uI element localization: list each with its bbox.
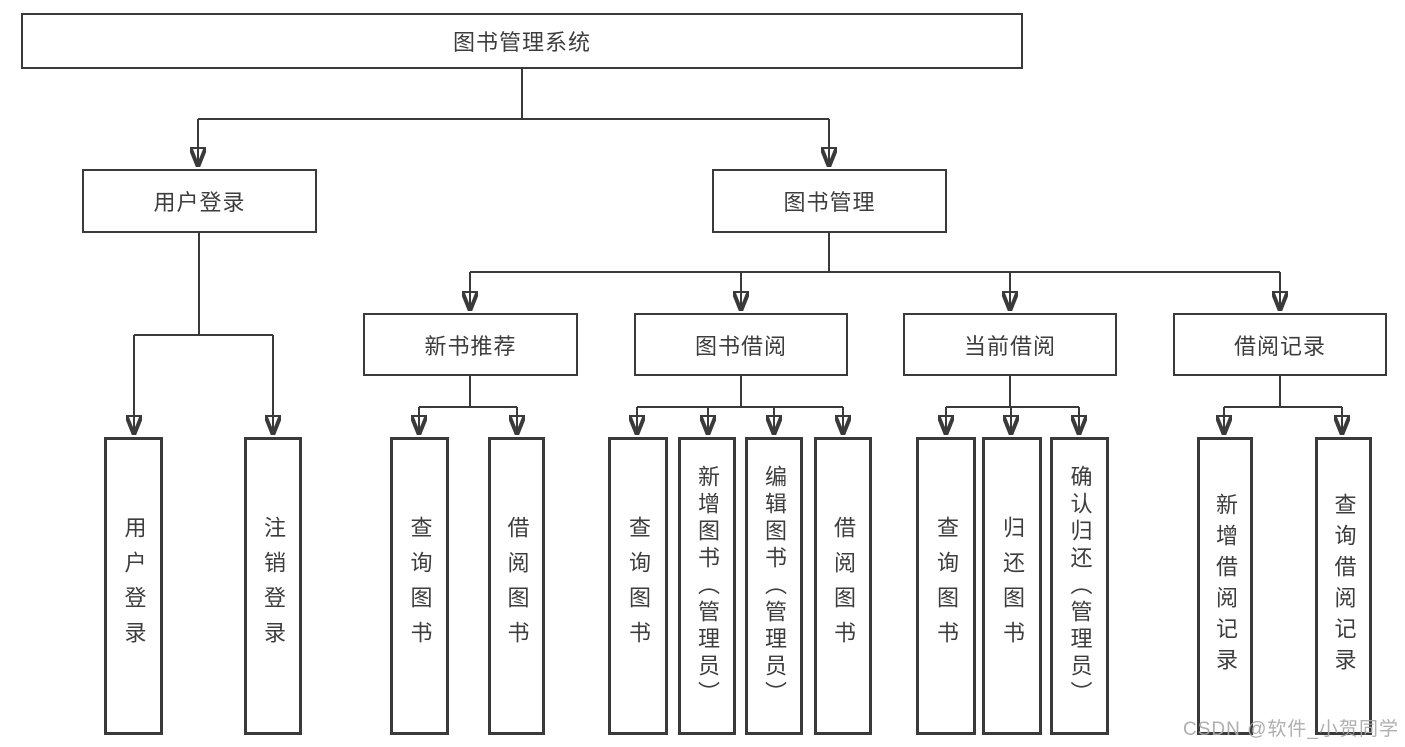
node-book-management: 图书管理 <box>712 169 947 233</box>
node-leaf-query-books-3: 查询图书 <box>916 437 976 735</box>
node-borrowing-records-label: 借阅记录 <box>1233 333 1326 359</box>
node-leaf-user-login: 用户登录 <box>104 437 163 735</box>
node-leaf-add-borrow-record-label: 新增借阅记录 <box>1213 493 1238 679</box>
node-leaf-query-borrow-record-label: 查询借阅记录 <box>1331 493 1357 679</box>
node-leaf-query-books-2-label: 查询图书 <box>626 516 651 656</box>
node-leaf-borrow-books-1-label: 借阅图书 <box>504 516 530 656</box>
node-leaf-query-books-1-label: 查询图书 <box>407 516 433 656</box>
node-new-book-recommend-label: 新书推荐 <box>424 333 517 359</box>
node-borrowing-records: 借阅记录 <box>1173 313 1387 376</box>
node-book-management-label: 图书管理 <box>783 190 876 215</box>
node-leaf-query-books-2: 查询图书 <box>608 437 668 735</box>
node-leaf-logout: 注销登录 <box>244 437 302 735</box>
node-leaf-borrow-books-2: 借阅图书 <box>814 437 872 735</box>
node-leaf-logout-label: 注销登录 <box>261 516 286 656</box>
node-leaf-user-login-label: 用户登录 <box>121 516 147 656</box>
node-leaf-borrow-books-2-label: 借阅图书 <box>831 516 856 656</box>
node-current-borrowing: 当前借阅 <box>903 313 1117 376</box>
node-book-borrowing-label: 图书借阅 <box>694 333 787 359</box>
node-leaf-query-books-1: 查询图书 <box>390 437 449 735</box>
node-leaf-add-books-admin-label: 新增图书（管理员） <box>695 464 720 708</box>
node-leaf-query-books-3-label: 查询图书 <box>934 516 959 656</box>
node-leaf-query-borrow-record: 查询借阅记录 <box>1315 437 1372 735</box>
node-leaf-confirm-return-admin: 确认归还（管理员） <box>1050 437 1109 735</box>
node-root: 图书管理系统 <box>21 13 1023 69</box>
node-user-login-label: 用户登录 <box>153 190 246 215</box>
node-new-book-recommend: 新书推荐 <box>363 313 578 376</box>
csdn-watermark: CSDN @软件_小贺同学 <box>1183 719 1399 740</box>
node-leaf-add-borrow-record: 新增借阅记录 <box>1197 437 1253 735</box>
node-leaf-borrow-books-1: 借阅图书 <box>488 437 545 735</box>
node-root-label: 图书管理系统 <box>452 30 591 55</box>
node-leaf-return-books: 归还图书 <box>982 437 1042 735</box>
node-user-login: 用户登录 <box>82 169 317 233</box>
node-current-borrowing-label: 当前借阅 <box>963 333 1056 359</box>
node-leaf-edit-books-admin: 编辑图书（管理员） <box>745 437 803 735</box>
node-leaf-return-books-label: 归还图书 <box>1000 516 1025 656</box>
node-book-borrowing: 图书借阅 <box>634 313 848 376</box>
node-leaf-edit-books-admin-label: 编辑图书（管理员） <box>762 464 787 708</box>
node-leaf-confirm-return-admin-label: 确认归还（管理员） <box>1067 464 1093 708</box>
node-leaf-add-books-admin: 新增图书（管理员） <box>678 437 736 735</box>
